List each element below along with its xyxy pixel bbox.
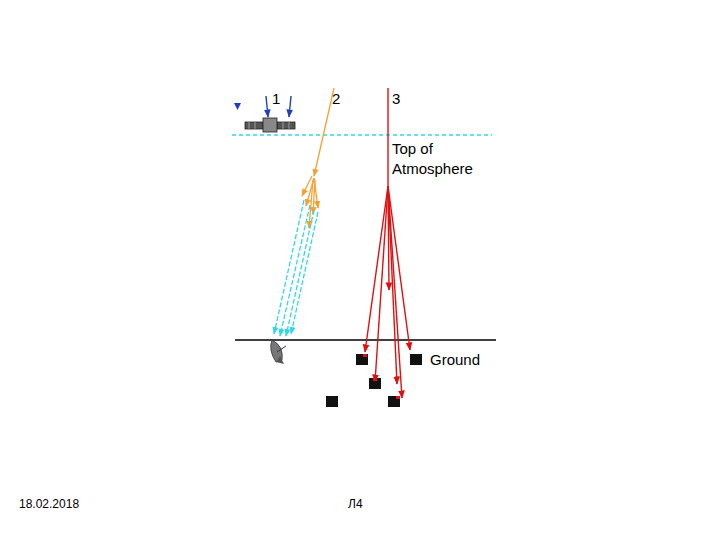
satellite-icon	[245, 118, 295, 132]
slide-number: Л4	[348, 497, 363, 513]
target-hits	[363, 354, 400, 399]
ground-line	[235, 339, 496, 340]
atmosphere-line	[232, 134, 492, 135]
ground-targets	[326, 354, 422, 407]
sun-symbol	[234, 103, 241, 110]
path-two-beam	[302, 88, 334, 228]
layer-label: Ground	[430, 350, 480, 370]
path-two-scatter	[274, 200, 318, 336]
callout-number: 3	[392, 89, 400, 109]
callout-number: 2	[332, 89, 340, 109]
layer-label: Top of Atmosphere	[392, 139, 488, 178]
antenna-icon	[271, 340, 286, 364]
callout-number: 1	[272, 89, 280, 109]
date-note: 18.02.2018	[19, 497, 79, 513]
path-three-beam	[365, 88, 410, 398]
